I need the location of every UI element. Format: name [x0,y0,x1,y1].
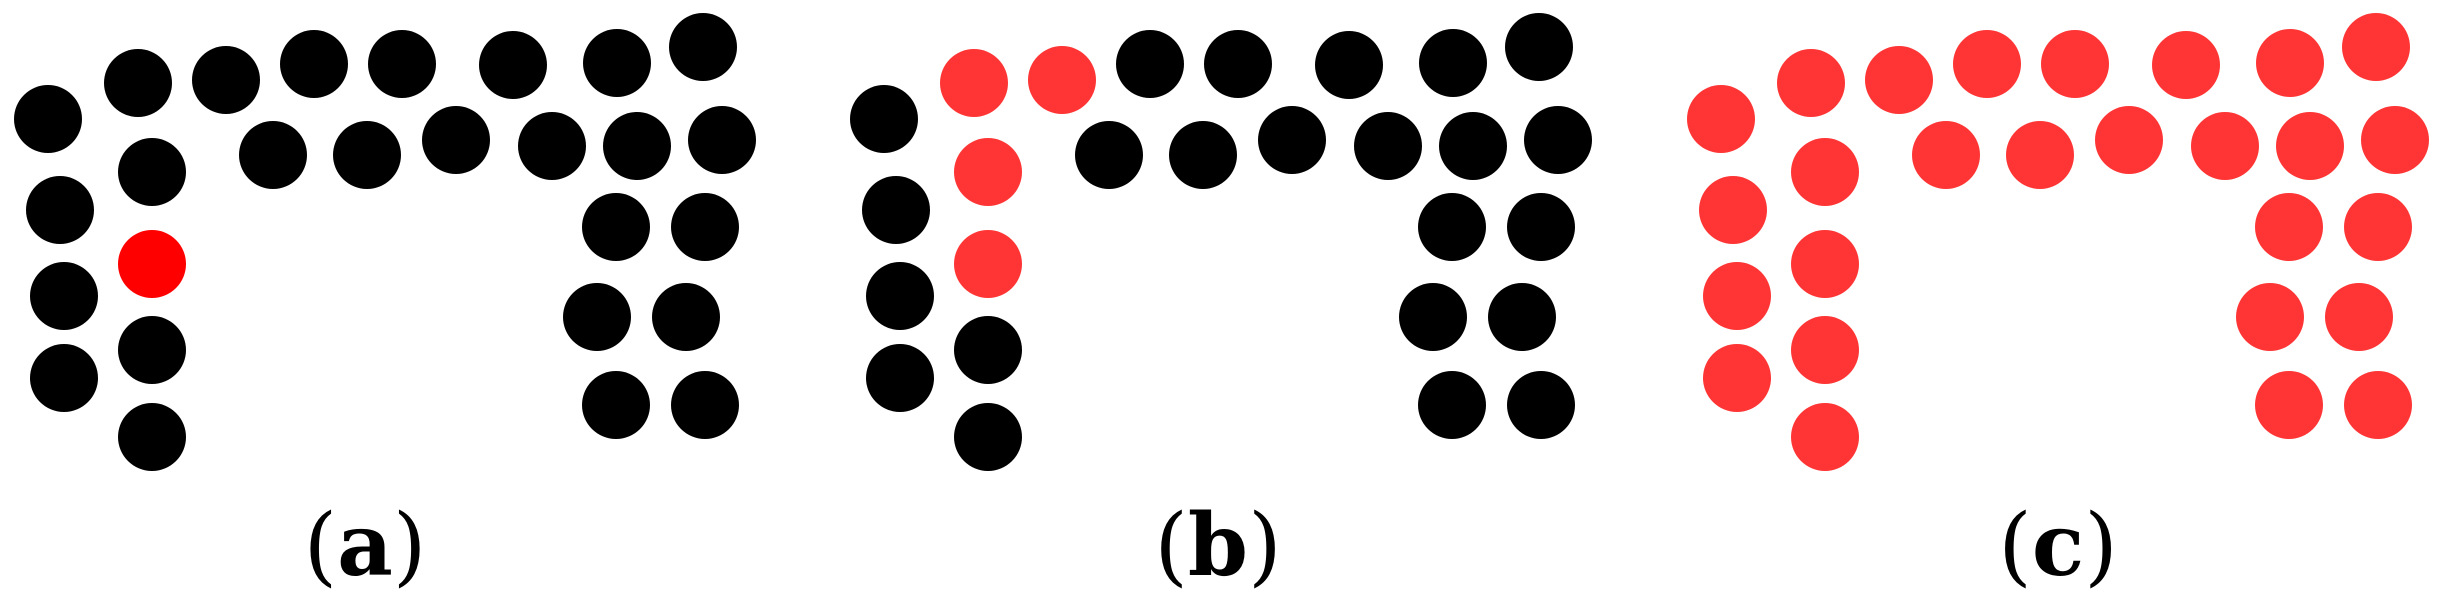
particle [866,344,934,412]
particle-highlighted [954,230,1022,298]
particle-highlighted [1791,403,1859,471]
particle [671,371,739,439]
particle-highlighted [1703,344,1771,412]
particle [1505,13,1573,81]
particle-highlighted [1699,176,1767,244]
particle [14,85,82,153]
particle [118,138,186,206]
particle [1507,371,1575,439]
particle [563,283,631,351]
particle [422,106,490,174]
particle-highlighted [940,49,1008,117]
particle [582,193,650,261]
panel-a [14,13,756,471]
particle [850,85,918,153]
particle-highlighted [1791,230,1859,298]
particle-highlighted [2236,283,2304,351]
particle-highlighted [2041,30,2109,98]
particle-highlighted [2344,371,2412,439]
panel-c-label: (c) [1998,495,2118,596]
particle [652,283,720,351]
particle [239,121,307,189]
particle [104,49,172,117]
particle [1169,121,1237,189]
particle-highlighted [1791,138,1859,206]
particle [1204,30,1272,98]
particle [26,176,94,244]
particle [280,30,348,98]
particle-highlighted [2256,29,2324,97]
particle [1075,121,1143,189]
particle-highlighted [2255,193,2323,261]
particle [1399,283,1467,351]
particle-highlighted [1912,121,1980,189]
particle-highlighted [1703,262,1771,330]
particle [1439,112,1507,180]
particle [866,262,934,330]
particle-highlighted [1865,46,1933,114]
particle [518,112,586,180]
particle-highlighted [2276,112,2344,180]
particle-highlighted [2361,106,2429,174]
particle [30,262,98,330]
particle-highlighted [1028,46,1096,114]
panel-c [1687,13,2429,471]
particle [1507,193,1575,261]
particle [669,13,737,81]
particle [603,112,671,180]
particle-highlighted [2344,193,2412,261]
particle [30,344,98,412]
particle [1258,106,1326,174]
particle-highlighted [1777,49,1845,117]
particle-highlighted [2152,31,2220,99]
particle [479,31,547,99]
particle-highlighted [2255,371,2323,439]
particle-highlighted [2191,112,2259,180]
particle [118,403,186,471]
particle-highlighted [1953,30,2021,98]
particle [333,121,401,189]
particle [368,30,436,98]
particle-highlighted [1791,316,1859,384]
panel-b [850,13,1592,471]
particle [1419,29,1487,97]
particle [118,316,186,384]
particle [1488,283,1556,351]
particle [954,403,1022,471]
particle-highlighted [1687,85,1755,153]
particle [1116,30,1184,98]
particle-highlighted [2006,121,2074,189]
particle [1418,193,1486,261]
particle-highlighted [2325,283,2393,351]
particle [671,193,739,261]
particle [582,371,650,439]
particle [583,29,651,97]
particle [688,106,756,174]
particle [1315,31,1383,99]
particle-highlighted [2095,106,2163,174]
panel-b-label: (b) [1154,495,1281,596]
panel-a-label: (a) [304,495,427,596]
particle-highlighted [2342,13,2410,81]
particle [862,176,930,244]
particle [1418,371,1486,439]
particle [1354,112,1422,180]
particle-highlighted [118,230,186,298]
particle [192,46,260,114]
particle [954,316,1022,384]
particle [1524,106,1592,174]
particle-highlighted [954,138,1022,206]
